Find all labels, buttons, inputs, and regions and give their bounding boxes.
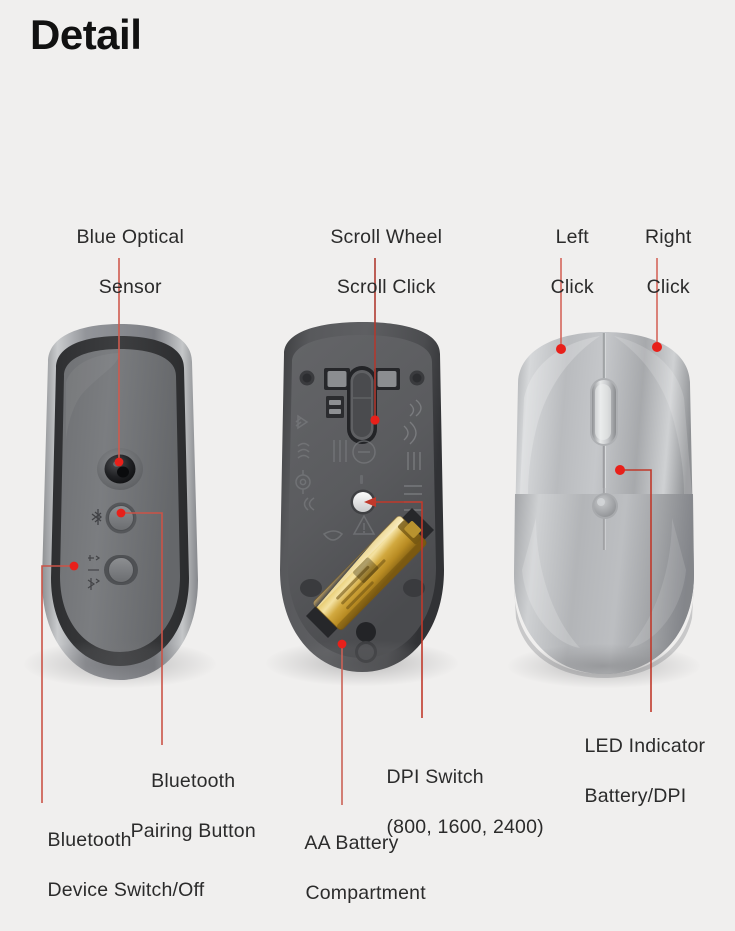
- callout-line-1: Right: [644, 226, 692, 248]
- callout-line-1: Left: [555, 226, 589, 248]
- right-mouse-product-image: [502, 318, 706, 692]
- callout-line-2: Device Switch/Off: [47, 879, 205, 901]
- middle-mouse-shadow: [266, 640, 458, 686]
- right-mouse-svg: [514, 332, 694, 678]
- callout-label-scroll-wheel: Scroll Wheel Scroll Click: [275, 200, 475, 325]
- callout-line-2: Sensor: [98, 276, 162, 298]
- callout-label-left-click: Left Click: [501, 200, 621, 325]
- callout-line-2: Pairing Button: [130, 820, 256, 842]
- page-title: Detail: [30, 11, 142, 58]
- right-mouse-shadow: [508, 644, 700, 688]
- callout-line-2: Battery/DPI: [584, 785, 687, 807]
- left-mouse-product-image: [22, 322, 218, 694]
- callout-line-2: Click: [550, 276, 594, 298]
- middle-mouse-product-image: [262, 320, 462, 692]
- callout-line-1: LED Indicator: [584, 735, 706, 757]
- left-mouse-svg: [42, 324, 198, 680]
- callout-line-1: Bluetooth: [47, 829, 132, 851]
- callout-label-dpi-switch: DPI Switch (800, 1600, 2400): [364, 740, 624, 865]
- detail-diagram: Detail: [19, 11, 735, 904]
- callout-line-2: (800, 1600, 2400): [386, 816, 544, 838]
- callout-line-1: DPI Switch: [386, 766, 484, 788]
- callout-line-1: Bluetooth: [151, 770, 236, 792]
- callout-line-2: Click: [646, 276, 690, 298]
- callout-label-aa-battery-compartment: AA Battery Compartment: [283, 806, 523, 931]
- callout-line-1: AA Battery: [304, 832, 399, 854]
- callout-label-blue-optical-sensor: Blue Optical Sensor: [19, 200, 219, 325]
- callout-line-1: Scroll Wheel: [330, 226, 443, 248]
- left-mouse-shadow: [24, 640, 216, 688]
- callout-line-2: Scroll Click: [336, 276, 436, 298]
- middle-mouse-svg: [280, 322, 444, 672]
- callout-line-1: Blue Optical: [76, 226, 185, 248]
- callout-line-2: Compartment: [305, 882, 426, 904]
- callout-label-bluetooth-device-switch: Bluetooth Device Switch/Off: [25, 803, 305, 928]
- callout-label-right-click: Right Click: [597, 200, 717, 325]
- callout-label-bluetooth-pairing-button: Bluetooth Pairing Button: [82, 744, 282, 869]
- callout-label-led-indicator: LED Indicator Battery/DPI: [562, 709, 735, 834]
